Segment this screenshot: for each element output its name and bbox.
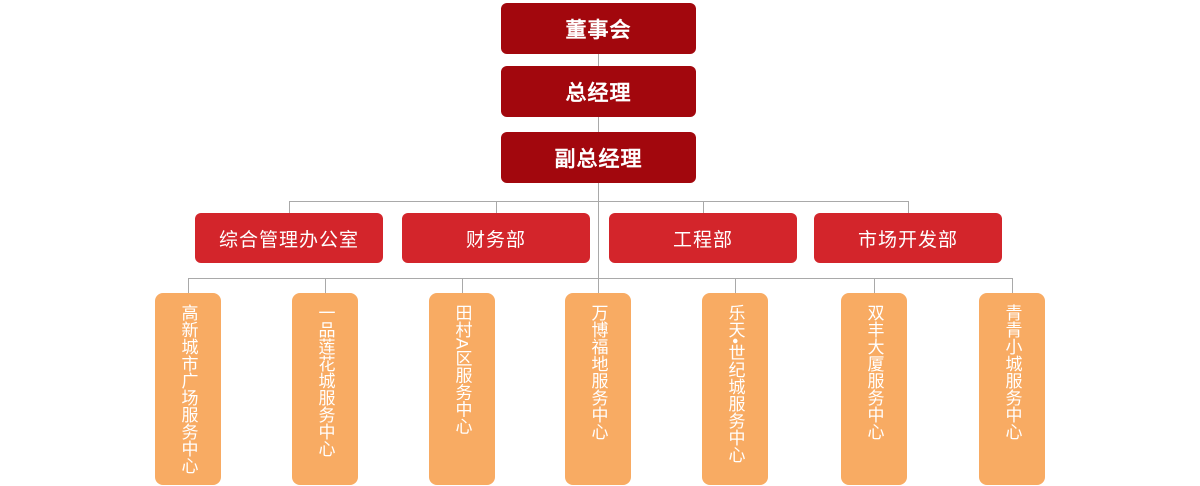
connector-drop-svc-7 bbox=[1012, 278, 1013, 293]
node-label: 双丰大厦服务中心 bbox=[864, 304, 884, 440]
node-service-center-4: 万博福地服务中心 bbox=[565, 293, 631, 485]
node-service-center-7: 青青小城服务中心 bbox=[979, 293, 1045, 485]
node-label: 综合管理办公室 bbox=[218, 229, 359, 251]
connector-gm-to-dgm bbox=[598, 117, 599, 132]
connector-svc-rail bbox=[188, 278, 1013, 279]
connector-drop-svc-5 bbox=[735, 278, 736, 293]
connector-drop-dept-2 bbox=[496, 201, 497, 213]
connector-drop-svc-2 bbox=[325, 278, 326, 293]
connector-drop-svc-6 bbox=[874, 278, 875, 293]
connector-drop-svc-3 bbox=[462, 278, 463, 293]
connector-board-to-gm bbox=[598, 53, 599, 66]
connector-drop-svc-1 bbox=[188, 278, 189, 293]
node-engineering-department: 工程部 bbox=[609, 213, 797, 263]
node-finance-department: 财务部 bbox=[402, 213, 590, 263]
node-label: 万博福地服务中心 bbox=[588, 304, 608, 440]
node-general-management-office: 综合管理办公室 bbox=[195, 213, 383, 263]
node-service-center-6: 双丰大厦服务中心 bbox=[841, 293, 907, 485]
node-market-development-department: 市场开发部 bbox=[814, 213, 1002, 263]
node-service-center-2: 一品莲花城服务中心 bbox=[292, 293, 358, 485]
node-board-of-directors: 董事会 bbox=[501, 3, 696, 54]
connector-drop-svc-4 bbox=[598, 278, 599, 293]
node-label: 乐天•世纪城服务中心 bbox=[725, 304, 745, 463]
connector-dept-rail bbox=[289, 201, 909, 202]
node-label: 市场开发部 bbox=[857, 229, 958, 251]
node-label: 一品莲花城服务中心 bbox=[315, 304, 335, 457]
node-label: 财务部 bbox=[465, 229, 526, 251]
connector-drop-dept-3 bbox=[703, 201, 704, 213]
node-label: 田村A区服务中心 bbox=[452, 304, 472, 435]
connector-dgm-trunk bbox=[598, 183, 599, 278]
node-service-center-3: 田村A区服务中心 bbox=[429, 293, 495, 485]
node-label: 总经理 bbox=[565, 81, 632, 105]
node-label: 副总经理 bbox=[554, 147, 643, 171]
node-service-center-5: 乐天•世纪城服务中心 bbox=[702, 293, 768, 485]
node-label: 高新城市广场服务中心 bbox=[178, 304, 198, 474]
node-label: 董事会 bbox=[565, 18, 632, 42]
node-general-manager: 总经理 bbox=[501, 66, 696, 117]
node-label: 工程部 bbox=[672, 229, 733, 251]
node-service-center-1: 高新城市广场服务中心 bbox=[155, 293, 221, 485]
connector-drop-dept-1 bbox=[289, 201, 290, 213]
node-deputy-general-manager: 副总经理 bbox=[501, 132, 696, 183]
connector-drop-dept-4 bbox=[908, 201, 909, 213]
node-label: 青青小城服务中心 bbox=[1002, 304, 1022, 440]
